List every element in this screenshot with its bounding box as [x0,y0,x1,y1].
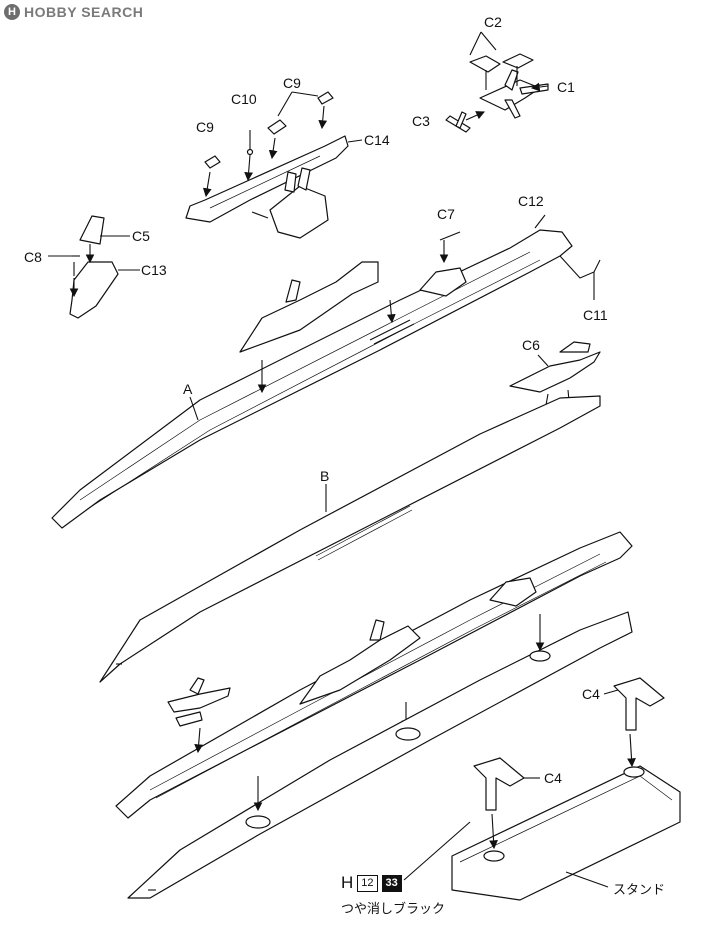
label-c9-right: C9 [283,75,301,91]
label-c4-right: C4 [582,686,600,702]
floatplane-assembled [167,677,231,727]
hobby-search-watermark: H HOBBY SEARCH [4,4,143,20]
paint-code: H [341,873,354,892]
label-b: B [320,468,329,484]
label-c2: C2 [484,14,502,30]
label-c9-left: C9 [196,119,214,135]
assembled-lower-hull [127,611,633,899]
label-c13: C13 [141,262,167,278]
watermark-text: HOBBY SEARCH [24,4,144,20]
parts-c14-c9-c10 [185,91,349,239]
label-c14: C14 [364,132,390,148]
stand-label: スタンド [613,883,666,898]
support-c4-right [613,677,665,731]
paint-name: つや消しブラック [341,902,446,917]
assembled-upper-hull [115,531,633,819]
paint-number-2: 33 [381,874,402,892]
label-a: A [183,381,193,397]
label-c5: C5 [132,228,150,244]
parts-c5-c8-c13 [69,215,119,319]
hull-part-a [51,229,573,529]
paint-number-1: 12 [357,874,378,892]
paint-color-callout: H 12 33 [341,873,402,893]
part-c6 [509,341,601,393]
label-c7: C7 [437,206,455,222]
label-c6: C6 [522,337,540,353]
label-c3: C3 [412,113,430,129]
label-c1: C1 [557,79,575,95]
label-c12: C12 [518,193,544,209]
label-c11: C11 [583,307,608,323]
support-c4-left [473,757,525,811]
hull-part-b [99,395,601,683]
label-c4-left: C4 [544,770,562,786]
watermark-logo-icon: H [4,4,20,20]
label-c8: C8 [24,249,42,265]
label-c10: C10 [231,91,257,107]
floatplane-parts [445,53,549,133]
